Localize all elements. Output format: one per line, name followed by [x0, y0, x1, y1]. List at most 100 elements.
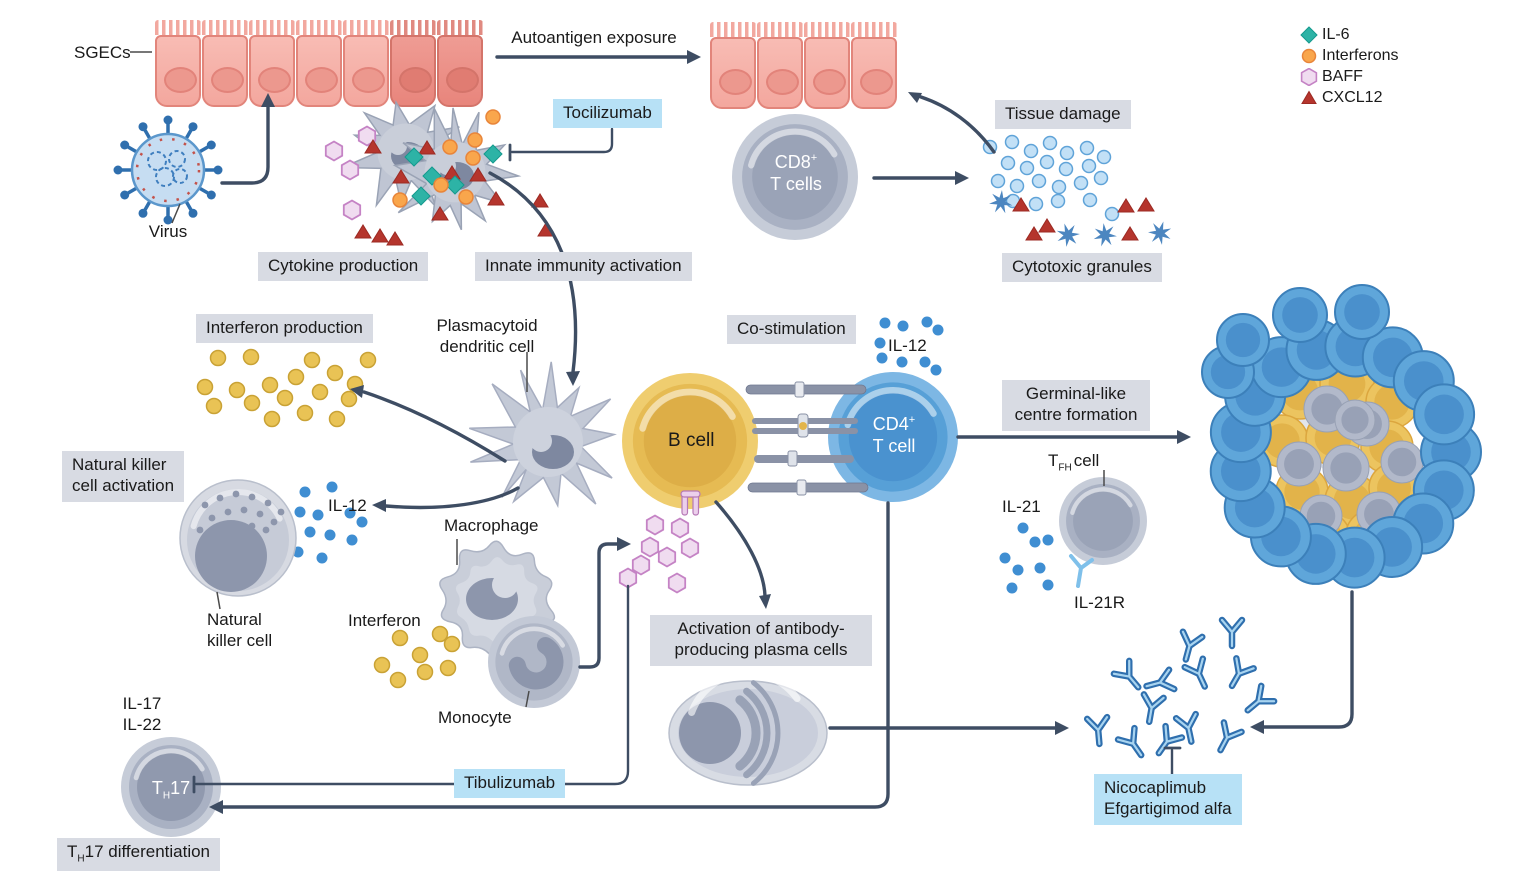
cxcl12-triangle-icon — [431, 206, 449, 221]
granule-dot-icon — [1104, 206, 1120, 222]
antibody-icon — [1218, 616, 1246, 650]
antibody-icon — [1143, 666, 1178, 693]
interferon-monocyte-scatter — [373, 625, 461, 689]
cytokine-dot-icon — [1006, 582, 1018, 594]
interferon-dot-icon — [328, 410, 346, 428]
antibody-icon — [1244, 682, 1278, 714]
antibody-icon — [1172, 710, 1199, 745]
interferon-dot-icon — [311, 383, 329, 401]
granule-dot-icon — [1082, 192, 1098, 208]
legend-item-baff: BAFF — [1300, 66, 1398, 87]
cxcl12-triangle-icon — [487, 191, 505, 206]
cxcl12-triangle-icon — [1025, 226, 1043, 241]
cytokine-dot-icon — [299, 486, 311, 498]
b-cell-label: B cell — [668, 430, 715, 451]
cytokine-scatter — [324, 109, 555, 246]
granule-dot-icon — [1039, 154, 1055, 170]
epithelial-cell — [710, 22, 756, 109]
epithelial-cell — [851, 22, 897, 109]
baff-hexagon-icon — [640, 536, 660, 558]
interferon-circle-icon — [458, 189, 474, 205]
il6-diamond-icon — [411, 186, 431, 206]
baff-hexagon-icon — [670, 517, 690, 539]
cxcl12-triangle-icon — [371, 228, 389, 243]
antibody-icon — [1217, 719, 1245, 754]
legend-item-il6: IL-6 — [1300, 24, 1398, 45]
baff-hexagon-icon — [357, 125, 377, 147]
cytotoxic-star-icon — [1093, 223, 1117, 247]
interferon-dot-icon — [373, 656, 391, 674]
interferon-dot-icon — [261, 376, 279, 394]
epithelial-cell — [296, 20, 342, 107]
interferon-circle-icon — [433, 177, 449, 193]
innate-immunity-activation-box: Innate immunity activation — [475, 252, 692, 282]
cytotoxic-star-icon — [989, 190, 1013, 214]
baff-bcell-scatter — [618, 514, 700, 594]
costimulation-receptors — [745, 381, 869, 496]
cytokine-dot-icon — [356, 516, 368, 528]
il6-diamond-icon — [483, 144, 503, 164]
interferon-label: Interferon — [348, 611, 421, 630]
interferon-production-scatter — [196, 348, 377, 428]
interferon-dot-icon — [296, 404, 314, 422]
granule-dot-icon — [1009, 178, 1025, 194]
baff-hexagon-icon — [324, 140, 344, 162]
cxcl12-triangle-icon — [392, 169, 410, 184]
cxcl12-triangle-icon — [1012, 197, 1030, 212]
legend-item-cxcl12: CXCL12 — [1300, 87, 1398, 108]
granule-dot-icon — [1059, 145, 1075, 161]
cxcl12-triangle-icon — [1137, 197, 1155, 212]
sgecs-label: SGECs — [74, 43, 131, 62]
granule-dot-icon — [1093, 170, 1109, 186]
th17-cell — [121, 737, 221, 837]
baff-hexagon-icon — [1300, 67, 1322, 86]
epithelial-cell — [757, 22, 803, 109]
il12-nk-scatter — [292, 481, 368, 564]
cxcl12-triangle-icon — [1117, 198, 1135, 213]
legend-label: BAFF — [1322, 67, 1363, 85]
tibulizumab-drug-box: Tibulizumab — [454, 769, 566, 799]
natural-killer-cell — [179, 479, 297, 597]
cxcl12-triangle-icon — [418, 140, 436, 155]
plasma-cell — [668, 669, 828, 786]
interferon-dot-icon — [243, 394, 261, 412]
cytokine-dot-icon — [346, 534, 358, 546]
cytotoxic-granules-box: Cytotoxic granules — [1002, 253, 1162, 283]
epithelial-cell — [343, 20, 389, 107]
antibody-icon — [1114, 724, 1145, 759]
antibody-icon — [1083, 713, 1111, 748]
interferon-production-box: Interferon production — [196, 314, 373, 344]
cytokine-dot-icon — [344, 507, 356, 519]
cytokine-dot-icon — [316, 552, 328, 564]
cytokine-dot-icon — [312, 509, 324, 521]
cytokine-dot-icon — [919, 356, 931, 368]
il21-scatter — [999, 522, 1054, 594]
granule-dot-icon — [1031, 173, 1047, 189]
interferon-circle-icon — [392, 192, 408, 208]
th17-cell-label: TH17 — [151, 778, 191, 802]
cxcl12-triangle-icon — [386, 231, 404, 246]
epithelial-cell — [155, 20, 201, 107]
granule-dot-icon — [1058, 161, 1074, 177]
baff-hexagon-icon — [342, 199, 362, 221]
cxcl12-triangle-icon — [1038, 218, 1056, 233]
antibody-icon — [1179, 628, 1206, 663]
granule-dot-icon — [1050, 193, 1066, 209]
virus-label: Virus — [148, 222, 188, 241]
epithelial-cell — [437, 20, 483, 107]
macrophage-label: Macrophage — [444, 516, 539, 535]
cytokine-dot-icon — [999, 552, 1011, 564]
tocilizumab-drug-box: Tocilizumab — [553, 99, 662, 129]
interferon-dot-icon — [443, 635, 461, 653]
interferon-dot-icon — [209, 349, 227, 367]
interferon-circle-icon — [467, 132, 483, 148]
baff-hexagon-icon — [680, 537, 700, 559]
legend-label: IL-6 — [1322, 25, 1350, 43]
sgec-epithelium-left — [155, 20, 483, 107]
